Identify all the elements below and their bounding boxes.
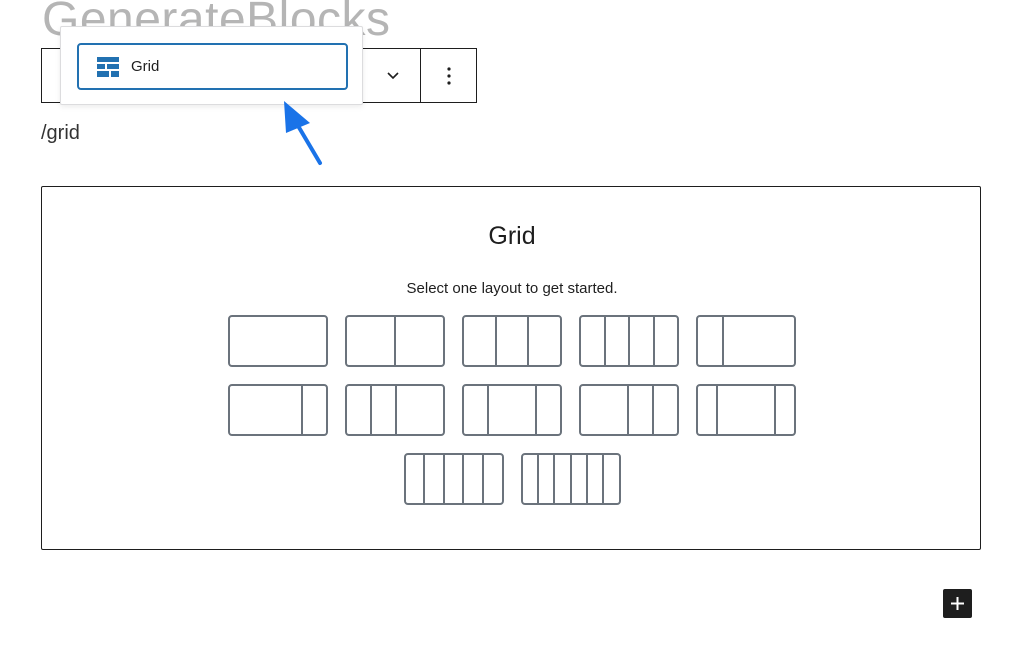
layout-column <box>347 386 370 434</box>
layout-column <box>698 386 716 434</box>
layout-column <box>773 386 794 434</box>
more-vertical-icon <box>446 66 451 85</box>
layout-option[interactable] <box>228 315 328 367</box>
layout-option[interactable] <box>462 384 562 436</box>
layout-option[interactable] <box>579 384 679 436</box>
grid-block-placeholder <box>41 186 981 550</box>
layout-column <box>300 386 327 434</box>
layout-column <box>494 317 528 365</box>
layout-column <box>581 317 604 365</box>
layout-column <box>581 386 627 434</box>
layout-column <box>716 386 773 434</box>
layout-column <box>535 386 560 434</box>
layout-column <box>627 386 652 434</box>
layout-column <box>464 317 495 365</box>
add-block-button[interactable] <box>943 589 972 618</box>
layout-column <box>423 455 443 503</box>
autocomplete-option-label: Grid <box>131 58 160 75</box>
layout-column <box>406 455 424 503</box>
plus-icon <box>951 597 964 610</box>
layout-column <box>698 317 722 365</box>
layout-column <box>347 317 394 365</box>
grid-block-icon <box>97 56 119 77</box>
layout-column <box>395 386 443 434</box>
layout-column <box>527 317 560 365</box>
layout-column <box>394 317 443 365</box>
layout-column <box>230 317 326 365</box>
layout-option[interactable] <box>228 384 328 436</box>
layout-column <box>721 317 795 365</box>
chevron-down-button[interactable] <box>365 49 421 102</box>
layout-column <box>603 317 629 365</box>
layout-column <box>370 386 395 434</box>
block-autocomplete-popover: Grid <box>60 26 363 105</box>
chevron-down-icon <box>387 72 399 80</box>
layout-option[interactable] <box>345 315 445 367</box>
layout-column <box>230 386 301 434</box>
layout-column <box>462 455 482 503</box>
layout-option[interactable] <box>403 453 504 505</box>
layout-column <box>628 317 653 365</box>
layout-column <box>487 386 535 434</box>
layout-column <box>481 455 502 503</box>
layout-options <box>227 315 797 505</box>
placeholder-instructions: Select one layout to get started. <box>406 280 618 297</box>
layout-option[interactable] <box>696 384 796 436</box>
layout-option[interactable] <box>520 453 621 505</box>
layout-column <box>652 317 678 365</box>
autocomplete-option-grid[interactable]: Grid <box>77 43 348 90</box>
layout-column <box>536 455 553 503</box>
more-options-button[interactable] <box>420 49 476 102</box>
layout-column <box>553 455 569 503</box>
layout-column <box>464 386 487 434</box>
layout-option[interactable] <box>579 315 679 367</box>
layout-option[interactable] <box>462 315 562 367</box>
annotation-arrow-icon <box>284 101 322 165</box>
layout-column <box>602 455 618 503</box>
layout-option[interactable] <box>345 384 445 436</box>
layout-column <box>442 455 463 503</box>
layout-option[interactable] <box>696 315 796 367</box>
layout-column <box>652 386 677 434</box>
layout-column <box>523 455 537 503</box>
paragraph-slash-command[interactable]: /grid <box>41 122 80 144</box>
layout-column <box>585 455 602 503</box>
layout-column <box>569 455 586 503</box>
placeholder-title: Grid <box>488 222 536 250</box>
